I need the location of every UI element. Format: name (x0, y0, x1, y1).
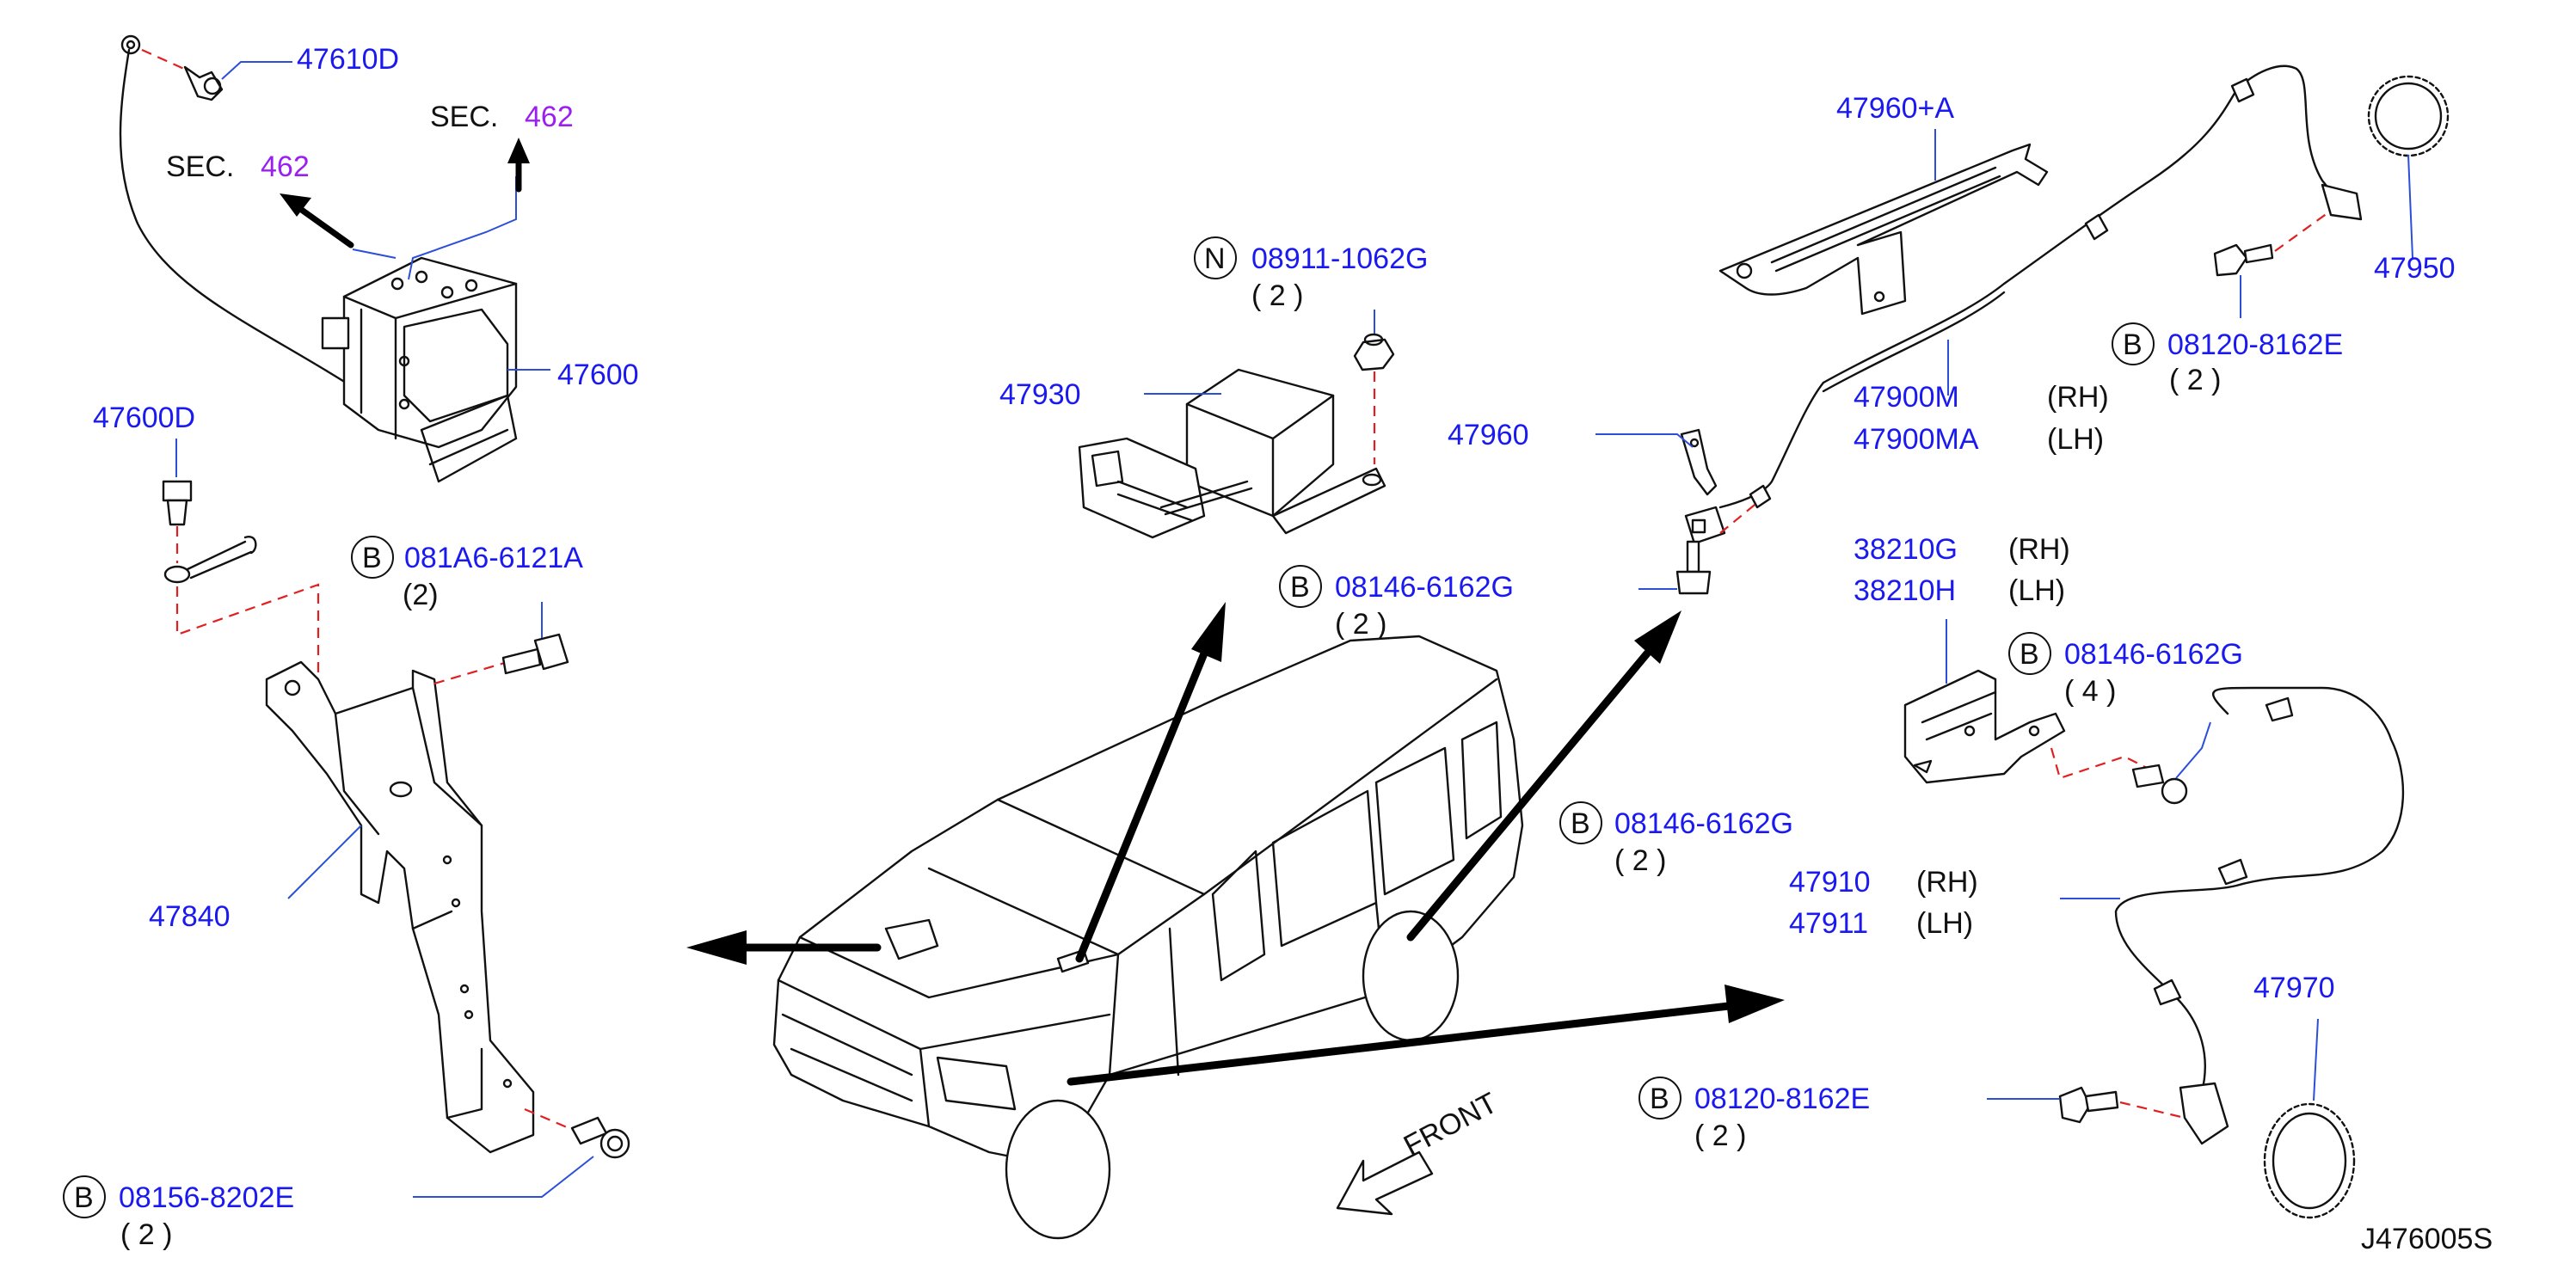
symbol-circle-08911 (1194, 236, 1237, 279)
qty-08156: ( 2 ) (120, 1218, 172, 1251)
side-47910: (RH) (1916, 866, 1978, 899)
section-ref-1-number: 462 (525, 101, 574, 133)
label-38210g: 38210G (1854, 533, 1958, 566)
tone-ring-47950-icon (2367, 75, 2450, 157)
rear-sensor-bracket-38210-icon (1903, 669, 2066, 784)
side-47900ma: (LH) (2047, 423, 2104, 456)
abs-actuator-group (119, 34, 550, 483)
section-ref-0-number: 462 (261, 150, 310, 183)
symbol-circle-08156 (63, 1175, 106, 1218)
label-08156: 08156-8202E (119, 1181, 294, 1214)
label-47840: 47840 (149, 900, 231, 933)
symbol-circle-08120-bottom (1638, 1077, 1681, 1120)
qty-08146-center: ( 2 ) (1335, 608, 1386, 641)
symbol-08120-bottom: B (1650, 1083, 1669, 1115)
tone-ring-47970-icon (2263, 1102, 2356, 1219)
qty-08911: ( 2 ) (1251, 279, 1303, 312)
bolt-08146-center-icon (1675, 540, 1712, 595)
side-47911: (LH) (1916, 907, 1973, 940)
qty-08146-right: ( 4 ) (2064, 675, 2116, 708)
symbol-08120-top: B (2123, 328, 2143, 361)
symbol-circle-08146-right (2008, 632, 2051, 675)
label-47950: 47950 (2374, 252, 2456, 285)
label-47600: 47600 (557, 359, 639, 391)
label-47610d: 47610D (297, 43, 399, 76)
label-47930: 47930 (999, 378, 1081, 411)
bolt-47600d-group (162, 439, 320, 679)
label-08911: 08911-1062G (1251, 242, 1428, 275)
label-47600d: 47600D (93, 402, 195, 434)
labels: 47610D SEC. 462 SEC. 462 47600 47600D B … (63, 43, 2493, 1255)
actuator-bracket-47840-icon (265, 660, 586, 1154)
bolt-081a6-icon (501, 633, 569, 675)
side-47900m: (RH) (2047, 381, 2109, 414)
symbol-08911: N (1204, 242, 1226, 275)
rear-sensor-harness-icon (2114, 686, 2405, 1145)
label-08146-right: 08146-6162G (2064, 638, 2243, 671)
symbol-circle-081a6 (351, 536, 394, 579)
bolt-08120-bottom-icon (2058, 1086, 2119, 1124)
clip-47960-icon (1680, 428, 1718, 496)
side-38210h: (LH) (2008, 574, 2065, 607)
qty-081a6: (2) (403, 579, 439, 611)
label-47900ma: 47900MA (1854, 423, 1979, 456)
sensor-module-47930-icon (1078, 368, 1386, 539)
qty-08120-bottom: ( 2 ) (1694, 1120, 1746, 1152)
label-47960: 47960 (1448, 419, 1529, 451)
nut-08911-icon (1353, 333, 1395, 371)
symbol-circle-08120-top (2112, 322, 2155, 365)
bolt-08120-top-icon (2213, 243, 2274, 277)
section-ref-1-prefix: SEC. (430, 101, 498, 133)
qty-08120-top: ( 2 ) (2169, 364, 2221, 396)
front-label: FRONT (1399, 1087, 1503, 1163)
label-38210h: 38210H (1854, 574, 1956, 607)
symbol-081a6: B (362, 542, 382, 574)
label-08120-bottom: 08120-8162E (1694, 1083, 1870, 1115)
label-47911: 47911 (1789, 907, 1868, 940)
front-sensor-bracket-47960a-icon (1718, 143, 2049, 316)
front-sensor-harness-icon (1684, 64, 2363, 545)
label-47970: 47970 (2253, 972, 2335, 1004)
diagram-id: J476005S (2361, 1223, 2493, 1255)
location-arrows (686, 602, 1785, 1086)
label-47910: 47910 (1789, 866, 1871, 899)
symbol-08146-center: B (1290, 571, 1310, 604)
label-08146-mid: 08146-6162G (1614, 807, 1793, 840)
bolt-08156-icon (570, 1116, 630, 1159)
section-ref-0-prefix: SEC. (166, 150, 234, 183)
abs-actuator-icon (321, 256, 518, 483)
bolt-47610d-icon (183, 65, 224, 101)
label-47900m: 47900M (1854, 381, 1959, 414)
label-08146-center: 08146-6162G (1335, 571, 1514, 604)
symbol-circle-08146-mid (1559, 801, 1602, 844)
symbol-08146-mid: B (1571, 807, 1590, 840)
bolt-08146-right-icon (2131, 764, 2188, 805)
symbol-circle-08146-center (1279, 565, 1322, 608)
symbol-08146-right: B (2020, 638, 2039, 671)
symbol-08156: B (74, 1181, 94, 1214)
qty-08146-mid: ( 2 ) (1614, 844, 1666, 877)
front-arrow-icon (1336, 1150, 1434, 1216)
label-47960a: 47960+A (1836, 92, 1954, 125)
side-38210g: (RH) (2008, 533, 2070, 566)
label-081a6: 081A6-6121A (404, 542, 583, 574)
label-08120-top: 08120-8162E (2167, 328, 2343, 361)
